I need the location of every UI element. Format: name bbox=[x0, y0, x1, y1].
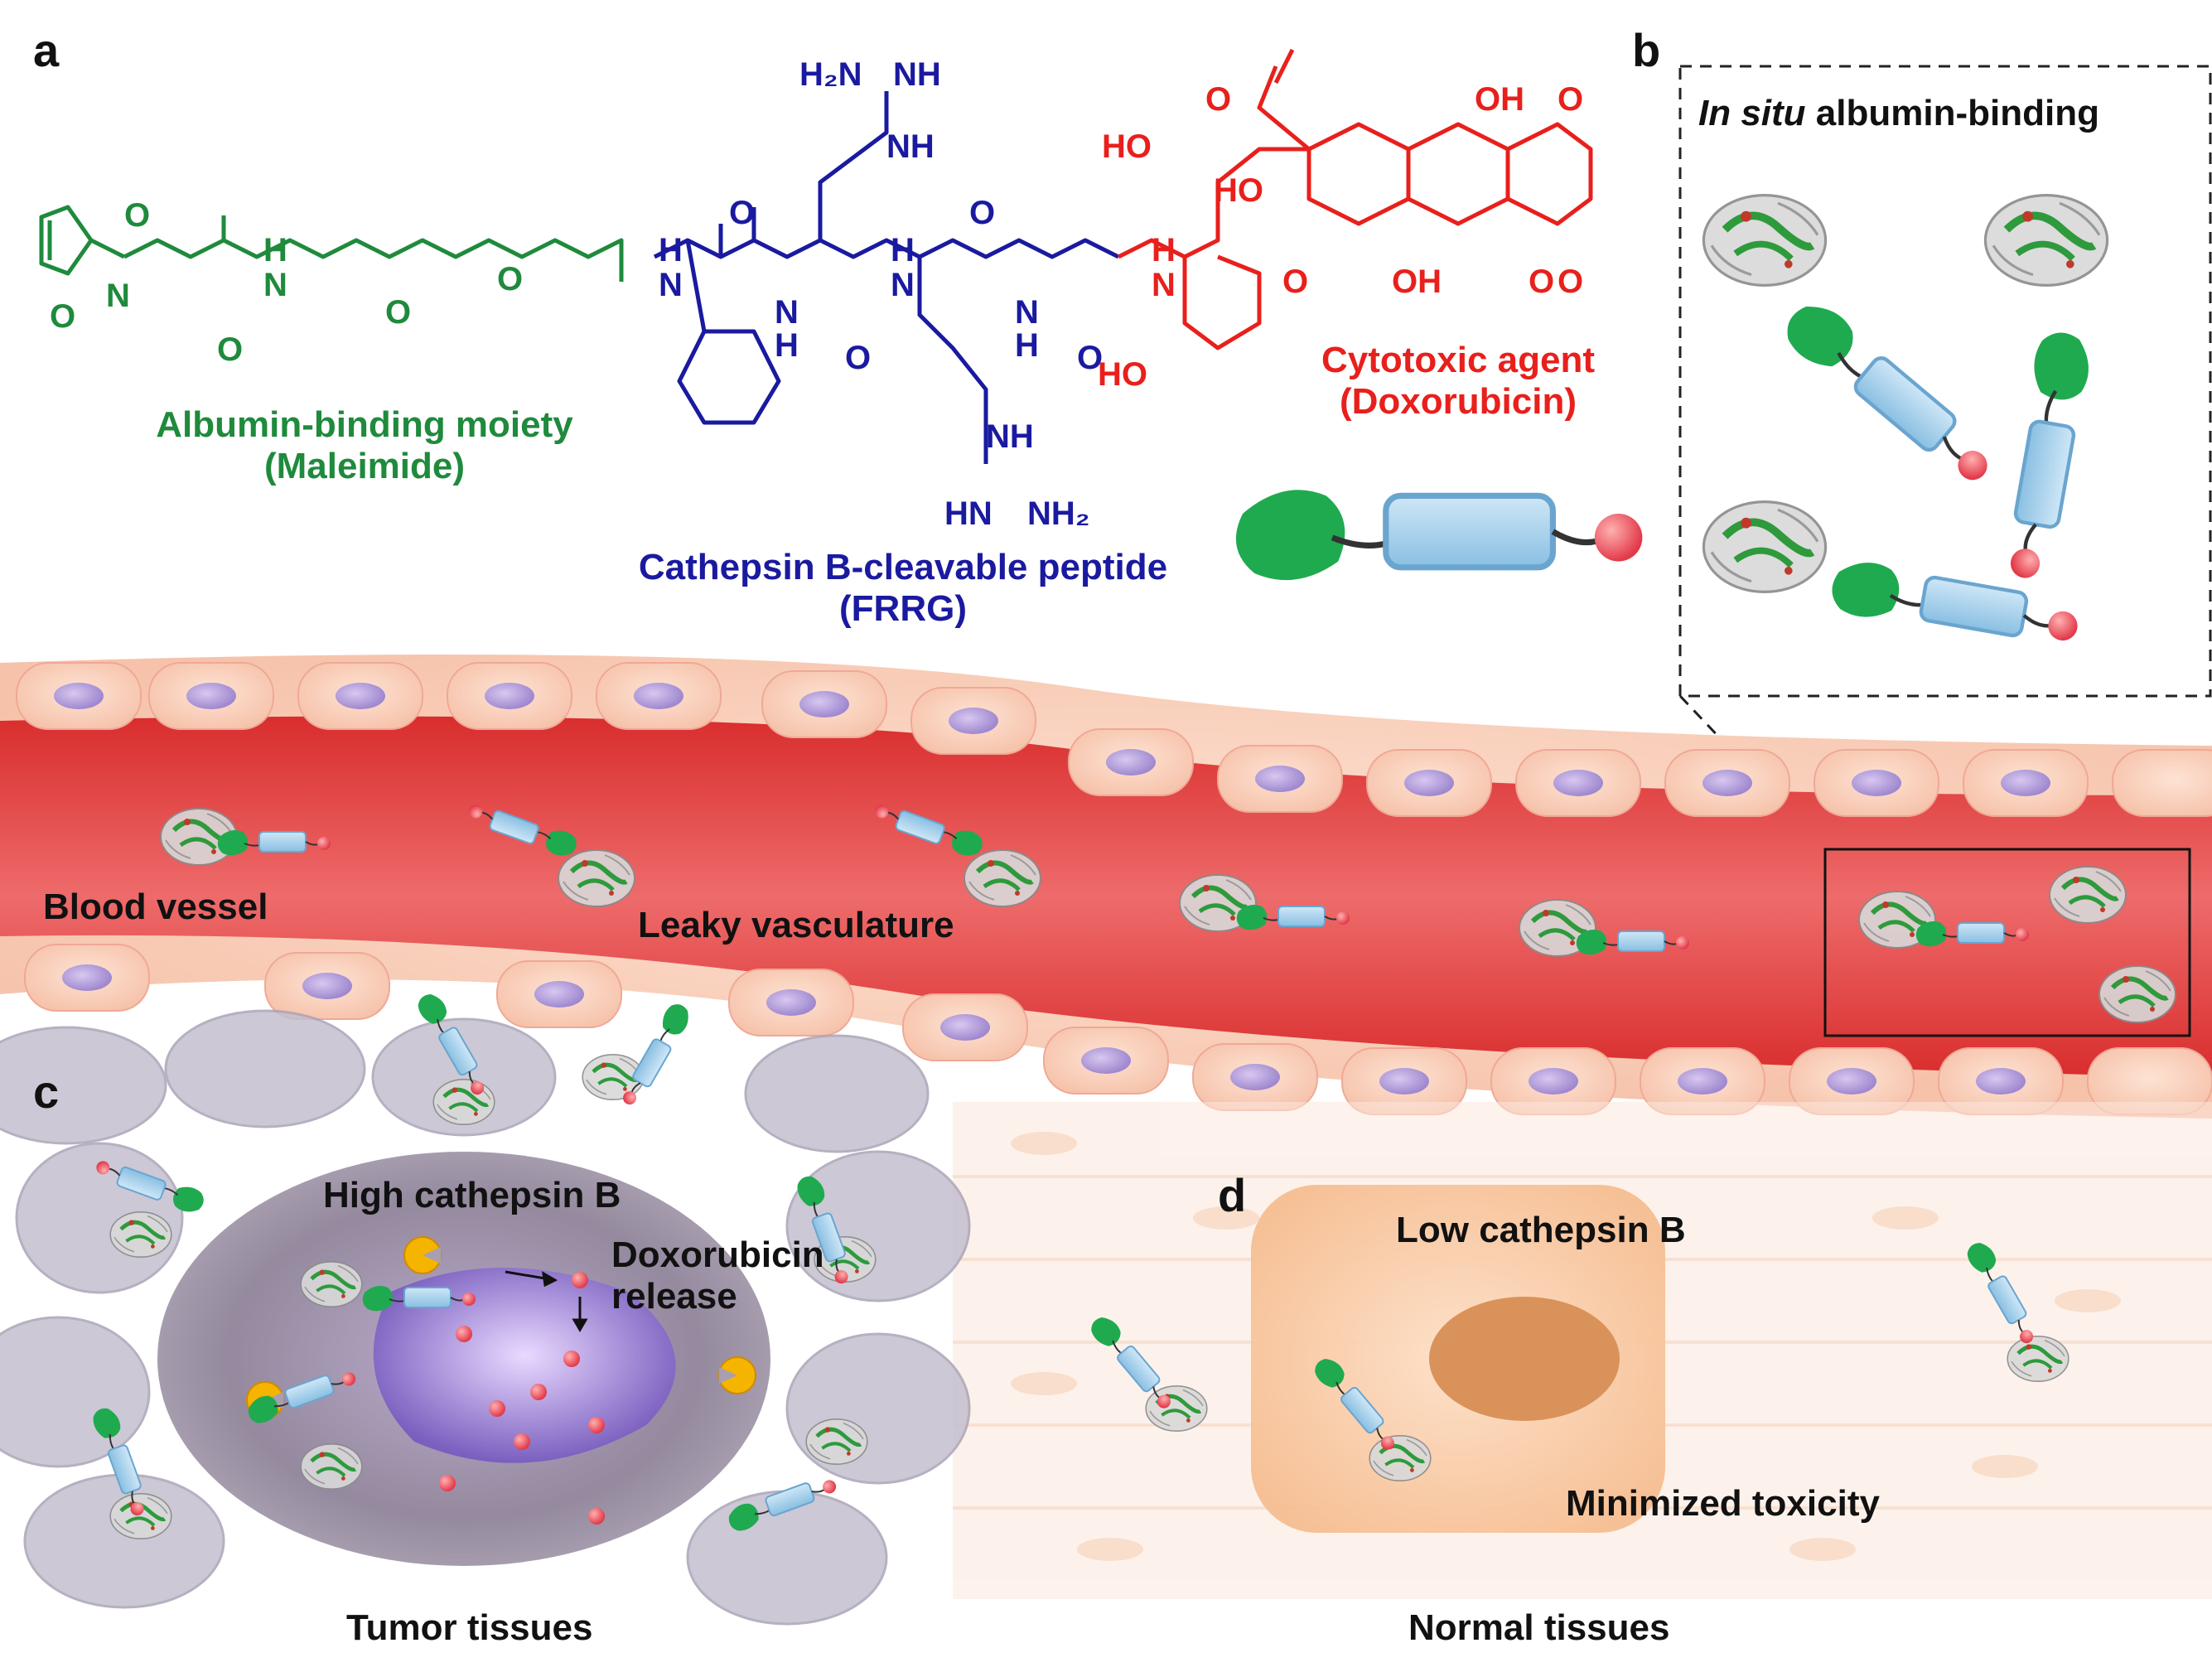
peptide-atom-2: N bbox=[659, 267, 683, 303]
minimized-toxicity-label: Minimized toxicity bbox=[1566, 1483, 1880, 1524]
peptide-atom-3: N bbox=[775, 294, 799, 331]
peptide-o-1: O bbox=[729, 195, 756, 231]
doxorubicin-release-label: Doxorubicin release bbox=[611, 1235, 824, 1317]
peptide-label: Cathepsin B-cleavable peptide (FRRG) bbox=[580, 547, 1226, 630]
panel-b-frame bbox=[1678, 65, 2212, 698]
atom-h-dox: H bbox=[1152, 232, 1176, 268]
panel-label-b: b bbox=[1632, 24, 1661, 76]
peptide-atom-7: N bbox=[1015, 294, 1039, 331]
cytotoxic-line1: Cytotoxic agent bbox=[1321, 340, 1596, 380]
atom-n-dox: N bbox=[1152, 267, 1176, 303]
low-cathepsin-label: Low cathepsin B bbox=[1396, 1210, 1686, 1250]
normal-nucleus bbox=[1429, 1297, 1620, 1421]
panel-label-c: c bbox=[33, 1066, 60, 1118]
atom-o-maleimide-2: O bbox=[50, 298, 76, 335]
cytotoxic-line2: (Doxorubicin) bbox=[1340, 381, 1577, 422]
atom-nh-top: NH bbox=[893, 56, 941, 93]
panel-b-conjugates bbox=[1703, 196, 2107, 655]
atom-o-maleimide-1: O bbox=[124, 197, 151, 234]
zoom-region bbox=[1823, 848, 2191, 1037]
atom-o-dox-1: O bbox=[1205, 81, 1232, 118]
doxorubicin-release-line2: release bbox=[611, 1276, 737, 1317]
atom-o-linker-3: O bbox=[497, 261, 524, 297]
atom-ho-dox: HO bbox=[1102, 128, 1152, 165]
blood-vessel-label: Blood vessel bbox=[43, 887, 268, 927]
cytotoxic-label: Cytotoxic agent (Doxorubicin) bbox=[1276, 340, 1640, 423]
atom-ho-dox-3: HO bbox=[1098, 356, 1147, 393]
peptide-atom-4: H bbox=[775, 327, 799, 364]
atom-ho-dox-2: HO bbox=[1214, 172, 1263, 209]
leaky-vasculature-label: Leaky vasculature bbox=[638, 905, 954, 945]
peptide-atom-6: N bbox=[891, 267, 915, 303]
albumin-binding-label: Albumin-binding moiety (Maleimide) bbox=[108, 404, 621, 487]
tumor-tissues-caption: Tumor tissues bbox=[346, 1607, 593, 1648]
atom-o-linker-1: O bbox=[217, 331, 244, 368]
peptide-o-4: O bbox=[1077, 340, 1104, 376]
peptide-line1: Cathepsin B-cleavable peptide bbox=[638, 547, 1168, 587]
atom-oh-dox-2: OH bbox=[1392, 263, 1442, 300]
panel-b-title-italic: In situ bbox=[1698, 93, 1806, 133]
conjugate-legend bbox=[1236, 490, 1643, 580]
high-cathepsin-label: High cathepsin B bbox=[323, 1175, 621, 1215]
atom-nh-bottom: NH bbox=[986, 418, 1034, 455]
atom-n-maleimide: N bbox=[106, 278, 130, 314]
panel-b-title: In situ albumin-binding bbox=[1698, 93, 2099, 134]
tumor-tissue bbox=[0, 988, 971, 1626]
atom-o-dox-2: O bbox=[1558, 81, 1584, 118]
atom-h-linker: H bbox=[263, 232, 287, 268]
atom-nh-top2: NH bbox=[886, 128, 935, 165]
blood-vessel bbox=[0, 655, 2212, 1119]
panel-label-a: a bbox=[33, 24, 60, 76]
atom-h2n: H₂N bbox=[799, 56, 862, 93]
peptide-atom-5: H bbox=[891, 232, 915, 268]
peptide-line2: (FRRG) bbox=[839, 588, 967, 629]
atom-nh2-bottom: NH₂ bbox=[1027, 495, 1090, 532]
atom-hn-bottom: HN bbox=[944, 495, 993, 532]
doxorubicin-release-line1: Doxorubicin bbox=[611, 1235, 824, 1275]
normal-tissues-caption: Normal tissues bbox=[1408, 1607, 1670, 1648]
albumin-binding-line1: Albumin-binding moiety bbox=[156, 404, 573, 445]
albumin-binding-line2: (Maleimide) bbox=[263, 446, 466, 486]
tumor-nucleus bbox=[373, 1268, 676, 1463]
peptide-o-3: O bbox=[969, 195, 996, 231]
panel-label-d: d bbox=[1218, 1169, 1247, 1221]
atom-o-dox-4: O bbox=[1529, 263, 1555, 300]
panel-b-title-rest: albumin-binding bbox=[1805, 93, 2099, 133]
peptide-atom-8: H bbox=[1015, 327, 1039, 364]
atom-o-linker-2: O bbox=[385, 294, 412, 331]
chemical-structure-bonds bbox=[39, 48, 1593, 464]
peptide-atom-1: H bbox=[659, 232, 683, 268]
atom-oh-dox-1: OH bbox=[1475, 81, 1524, 118]
atom-o-dox-5: O bbox=[1282, 263, 1309, 300]
atom-o-dox-3: O bbox=[1558, 263, 1584, 300]
atom-n-linker: N bbox=[263, 267, 287, 303]
peptide-o-2: O bbox=[845, 340, 872, 376]
